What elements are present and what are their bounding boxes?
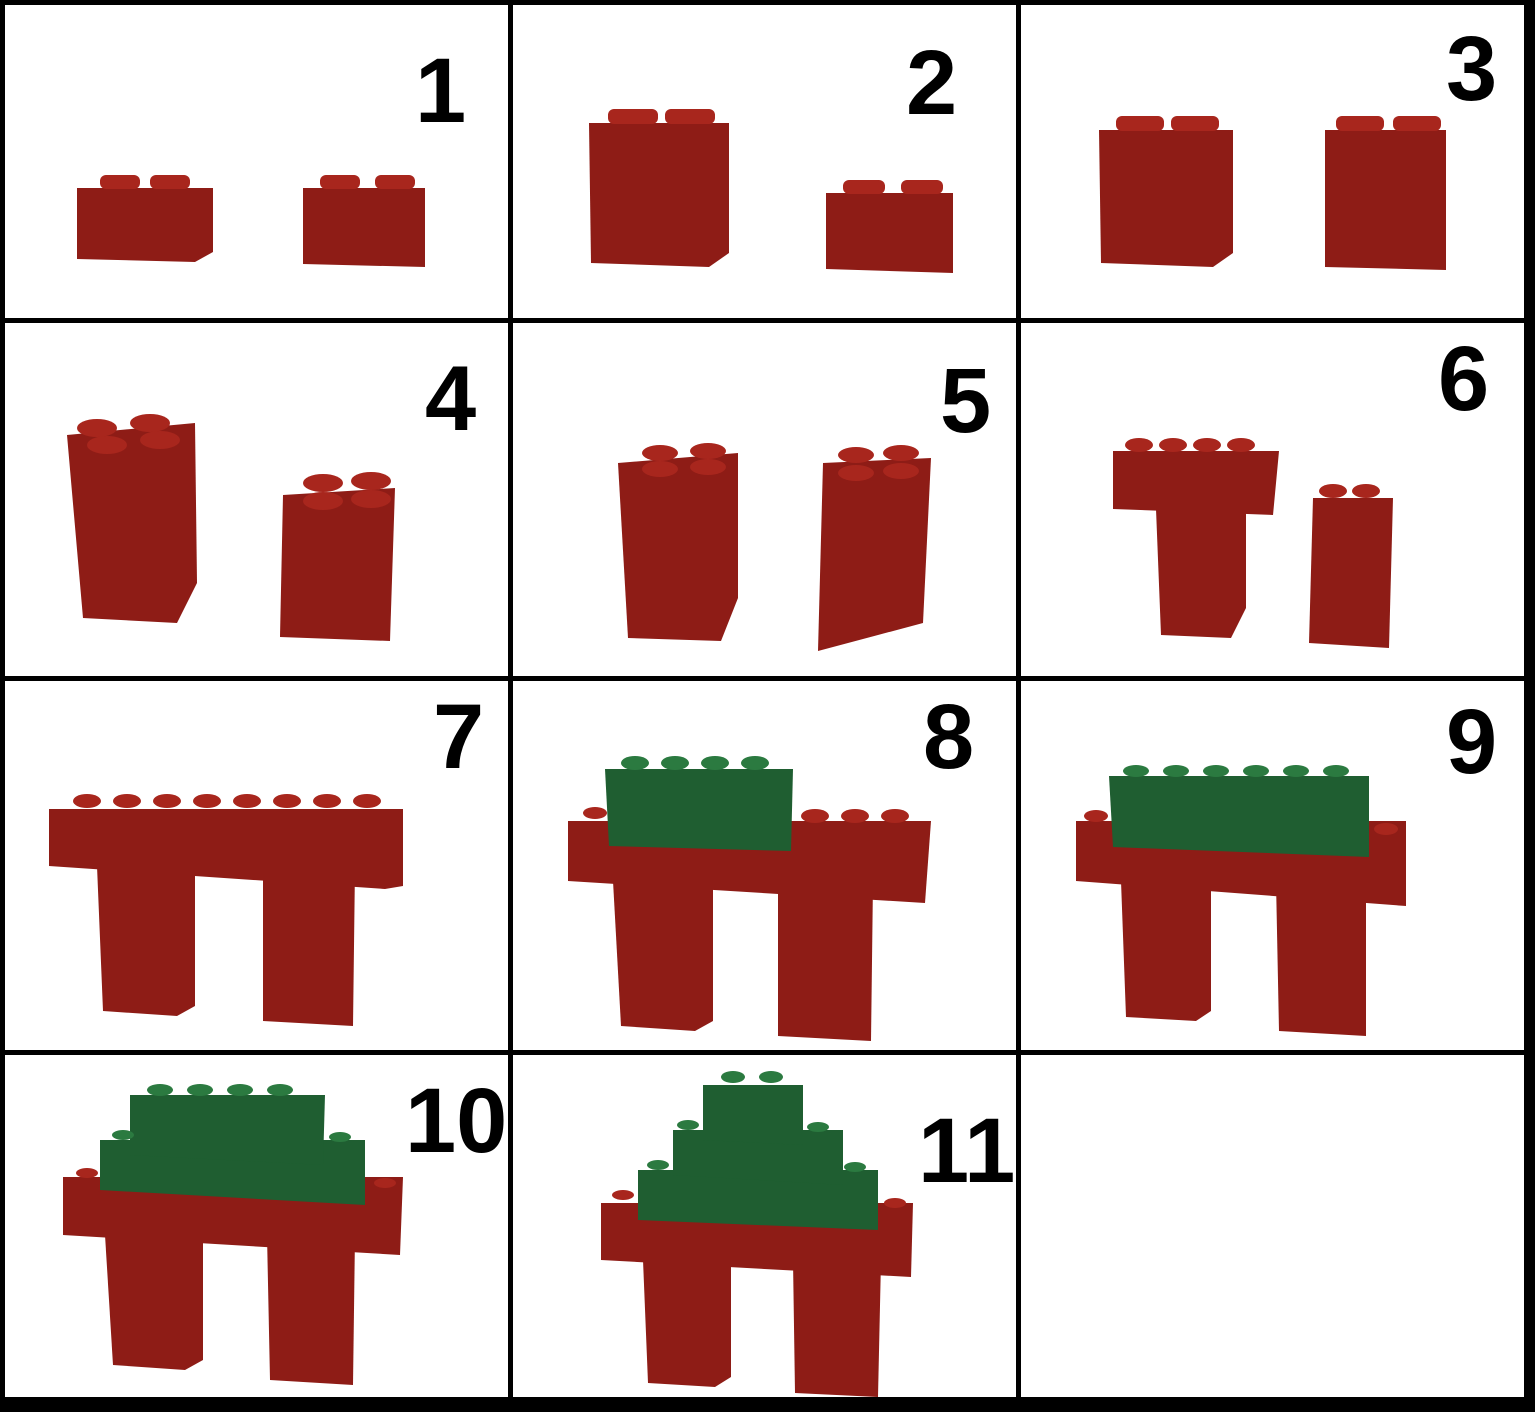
red-brick [793, 1260, 881, 1397]
red-brick [1276, 881, 1366, 1036]
step-6-panel: 6 [1021, 323, 1524, 676]
red-brick [1309, 498, 1393, 648]
red-brick [618, 453, 738, 641]
step-8-panel: 8 [513, 681, 1016, 1050]
red-brick [280, 488, 395, 641]
green-brick [1109, 776, 1369, 857]
red-brick [105, 1235, 203, 1370]
step-7-panel: 7 [5, 681, 508, 1050]
red-brick [1099, 130, 1233, 267]
step-6-number: 6 [1438, 333, 1489, 425]
step-4-panel: 4 [5, 323, 508, 676]
step-5-panel: 5 [513, 323, 1016, 676]
red-brick [1325, 130, 1446, 270]
red-brick [1156, 509, 1246, 638]
step-7-number: 7 [433, 691, 484, 783]
red-brick [67, 423, 197, 623]
red-brick [818, 458, 931, 651]
step-11-number: 11 [918, 1105, 1015, 1197]
red-brick [778, 881, 873, 1041]
red-brick [826, 193, 953, 273]
step-10-panel: 10 [5, 1055, 508, 1397]
step-8-number: 8 [923, 691, 974, 783]
red-brick [267, 1235, 355, 1385]
green-brick [605, 769, 793, 851]
red-brick [97, 866, 195, 1016]
step-2-number: 2 [906, 37, 957, 129]
step-10-number: 10 [405, 1075, 507, 1167]
step-12-panel-empty [1021, 1055, 1524, 1397]
red-brick [1113, 451, 1279, 515]
red-brick [643, 1260, 731, 1387]
step-11-panel: 11 [513, 1055, 1016, 1397]
step-3-number: 3 [1446, 23, 1497, 115]
green-brick [130, 1095, 325, 1165]
step-1-panel: 1 [5, 5, 508, 318]
red-brick [77, 188, 213, 262]
step-5-number: 5 [940, 355, 991, 447]
step-2-panel: 2 [513, 5, 1016, 318]
red-brick [1121, 881, 1211, 1021]
red-brick [613, 881, 713, 1031]
green-brick [703, 1085, 803, 1145]
red-brick [303, 188, 425, 267]
red-brick [589, 123, 729, 267]
red-brick [263, 866, 355, 1026]
step-1-number: 1 [415, 45, 466, 137]
step-9-panel: 9 [1021, 681, 1524, 1050]
step-4-number: 4 [425, 353, 476, 445]
step-9-number: 9 [1446, 696, 1497, 788]
step-3-panel: 3 [1021, 5, 1524, 318]
